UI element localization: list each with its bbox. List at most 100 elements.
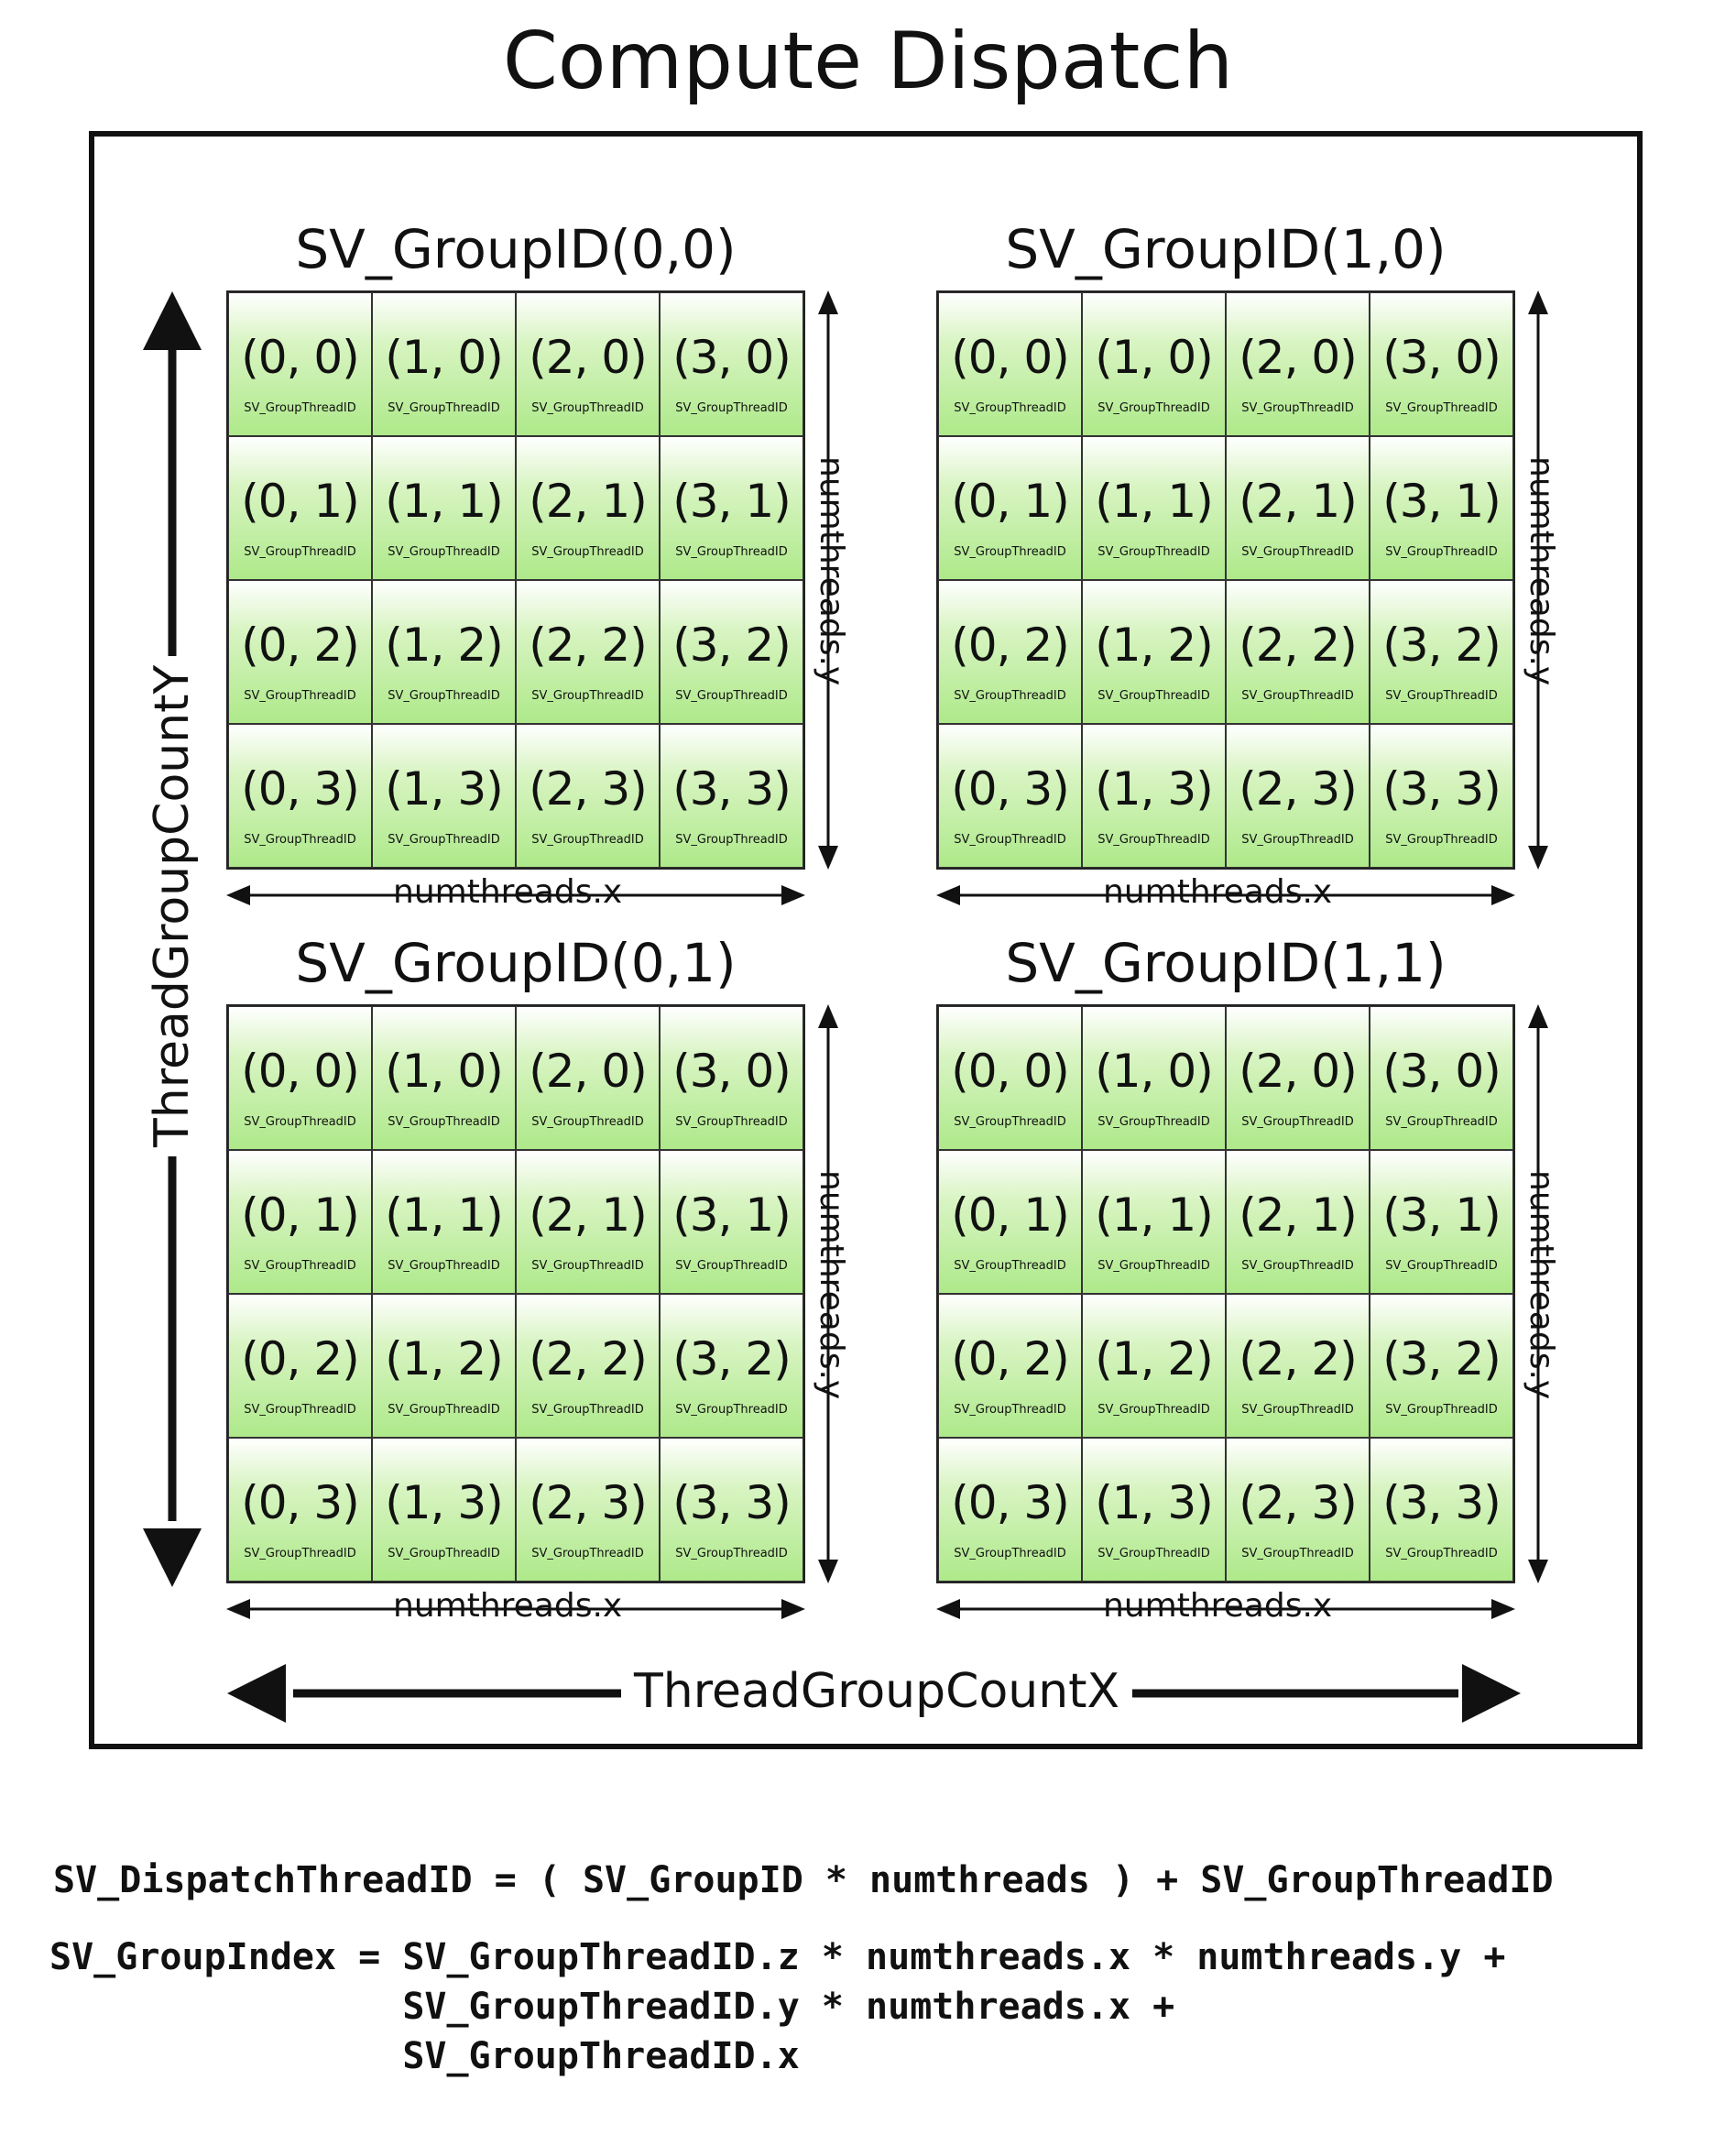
thread-coordinate: (0, 2) [241, 1332, 359, 1385]
thread-cell: (1, 0)SV_GroupThreadID [372, 292, 516, 436]
group-thread-id-label: SV_GroupThreadID [531, 1403, 644, 1417]
group-thread-id-label: SV_GroupThreadID [244, 545, 356, 559]
thread-cell: (1, 2) SV_GroupThreadID [1082, 580, 1226, 724]
group-thread-id-label: SV_GroupThreadID [675, 1115, 788, 1129]
group-thread-id-label: SV_GroupThreadID [675, 689, 788, 703]
thread-coordinate: (0, 0) [241, 1045, 359, 1098]
thread-cell: (0, 2)SV_GroupThreadID [228, 580, 372, 724]
thread-cell: (0, 3)SV_GroupThreadID [228, 1438, 372, 1582]
group-thread-id-label: SV_GroupThreadID [1385, 1115, 1498, 1129]
thread-coordinate: (2, 0) [529, 331, 647, 384]
thread-coordinate: (1, 0) [385, 1045, 503, 1098]
thread-coordinate: (1, 0) [1095, 1045, 1213, 1098]
arrow-left-head [226, 885, 250, 905]
thread-cell: (3, 3)SV_GroupThreadID [1370, 1438, 1513, 1582]
thread-coordinate: (1, 1) [385, 475, 503, 528]
thread-coordinate: (1, 1) [1095, 1188, 1213, 1242]
thread-coordinate: (1, 2) [1095, 619, 1213, 672]
group-thread-id-label: SV_GroupThreadID [1097, 545, 1210, 559]
arrow-right-head [1491, 1599, 1515, 1619]
group-thread-id-label: SV_GroupThreadID [675, 1547, 788, 1560]
thread-cell: (1, 3) SV_GroupThreadID [1082, 724, 1226, 868]
thread-coordinate: (0, 0) [951, 331, 1069, 384]
arrow-up-head [1528, 1004, 1548, 1028]
thread-coordinate: (0, 2) [951, 619, 1069, 672]
thread-coordinate: (3, 2) [672, 619, 791, 672]
arrow-left-head [936, 885, 960, 905]
group-thread-id-label: SV_GroupThreadID [1097, 833, 1210, 847]
numthreads-x-label: numthreads.x [1097, 872, 1338, 913]
group-thread-id-label: SV_GroupThreadID [1097, 689, 1210, 703]
big-arrow-left-head [227, 1664, 286, 1723]
group-thread-id-label: SV_GroupThreadID [1241, 1547, 1354, 1560]
group-thread-id-label: SV_GroupThreadID [675, 833, 788, 847]
thread-cell: (1, 1) SV_GroupThreadID [1082, 436, 1226, 580]
group-thread-id-label: SV_GroupThreadID [531, 1547, 644, 1560]
thread-cell: (0, 0) SV_GroupThreadID [938, 292, 1082, 436]
thread-coordinate: (3, 2) [1382, 619, 1501, 672]
thread-coordinate: (2, 2) [529, 619, 647, 672]
thread-coordinate: (3, 3) [1382, 762, 1501, 816]
thread-coordinate: (3, 3) [672, 1476, 791, 1529]
thread-cell: (1, 3)SV_GroupThreadID [1082, 1438, 1226, 1582]
thread-cell: (1, 2)SV_GroupThreadID [372, 1294, 516, 1438]
thread-cell: (2, 2)SV_GroupThreadID [516, 580, 660, 724]
arrow-left-head [226, 1599, 250, 1619]
thread-coordinate: (2, 0) [529, 1045, 647, 1098]
thread-cell: (1, 1)SV_GroupThreadID [372, 1150, 516, 1294]
thread-coordinate: (0, 0) [951, 1045, 1069, 1098]
thread-cell: (2, 3)SV_GroupThreadID [516, 724, 660, 868]
group-thread-id-label: SV_GroupThreadID [1385, 545, 1498, 559]
thread-coordinate: (3, 2) [672, 1332, 791, 1385]
numthreads-x-label: numthreads.x [388, 1586, 628, 1626]
thread-coordinate: (3, 0) [1382, 331, 1501, 384]
thread-coordinate: (1, 2) [1095, 1332, 1213, 1385]
thread-cell: (3, 2) SV_GroupThreadID [660, 580, 803, 724]
thread-coordinate: (1, 3) [1095, 762, 1213, 816]
arrow-down-head [818, 1560, 838, 1583]
thread-coordinate: (3, 1) [672, 475, 791, 528]
arrow-right-head [1491, 885, 1515, 905]
group-thread-id-label: SV_GroupThreadID [388, 1403, 500, 1417]
thread-coordinate: (3, 1) [1382, 475, 1501, 528]
thread-coordinate: (2, 3) [529, 762, 647, 816]
group-index-formula-line3: SV_GroupThreadID.x [49, 2035, 800, 2077]
group-thread-id-label: SV_GroupThreadID [1097, 401, 1210, 415]
numthreads-x-label: numthreads.x [1097, 1586, 1338, 1626]
thread-coordinate: (2, 3) [1239, 762, 1357, 816]
thread-coordinate: (0, 2) [951, 1332, 1069, 1385]
group-thread-id-label: SV_GroupThreadID [244, 833, 356, 847]
group-thread-id-label: SV_GroupThreadID [531, 401, 644, 415]
thread-coordinate: (2, 1) [529, 1188, 647, 1242]
group-thread-id-label: SV_GroupThreadID [954, 1403, 1066, 1417]
group-thread-id-label: SV_GroupThreadID [1241, 1259, 1354, 1273]
thread-coordinate: (0, 2) [241, 619, 359, 672]
group-thread-id-label: SV_GroupThreadID [1097, 1259, 1210, 1273]
dispatch-frame [89, 131, 1643, 1749]
thread-coordinate: (3, 0) [672, 331, 791, 384]
arrow-right-head [781, 885, 805, 905]
thread-coordinate: (1, 3) [385, 762, 503, 816]
group-thread-id-label: SV_GroupThreadID [1385, 1403, 1498, 1417]
thread-cell: (0, 0)SV_GroupThreadID [938, 1006, 1082, 1150]
thread-cell: (3, 2)SV_GroupThreadID [660, 1294, 803, 1438]
thread-cell: (0, 1)SV_GroupThreadID [228, 436, 372, 580]
thread-cell: (0, 1)SV_GroupThreadID [228, 1150, 372, 1294]
thread-cell: (1, 0)SV_GroupThreadID [1082, 1006, 1226, 1150]
thread-coordinate: (1, 1) [1095, 475, 1213, 528]
thread-cell: (3, 2) SV_GroupThreadID [1370, 1294, 1513, 1438]
group-thread-id-label: SV_GroupThreadID [1385, 1259, 1498, 1273]
arrow-right-head [781, 1599, 805, 1619]
thread-cell: (1, 0)SV_GroupThreadID [372, 1006, 516, 1150]
group-thread-id-label: SV_GroupThreadID [1241, 401, 1354, 415]
thread-cell: (2, 3)SV_GroupThreadID [1226, 1438, 1370, 1582]
big-arrow-down-head [143, 1528, 202, 1587]
thread-coordinate: (2, 1) [529, 475, 647, 528]
group-thread-id-label: SV_GroupThreadID [954, 401, 1066, 415]
group-thread-id-label: SV_GroupThreadID [1241, 545, 1354, 559]
thread-cell: (2, 1)SV_GroupThreadID [1226, 1150, 1370, 1294]
thread-coordinate: (3, 2) [1382, 1332, 1501, 1385]
group-thread-id-label: SV_GroupThreadID [388, 689, 500, 703]
thread-coordinate: (2, 0) [1239, 1045, 1357, 1098]
